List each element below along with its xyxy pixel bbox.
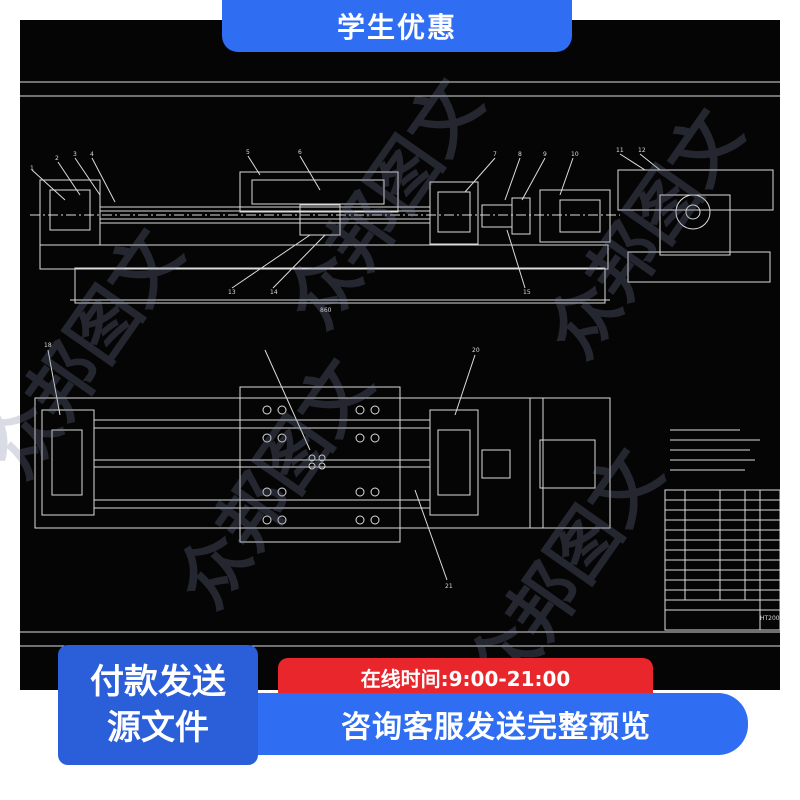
side-bearing-housing — [659, 194, 731, 256]
balloon-label: 20 — [472, 347, 480, 354]
front-view — [30, 155, 620, 304]
balloon-label: 7 — [493, 151, 497, 158]
plan-motor — [539, 439, 596, 489]
parts-list-table — [664, 429, 781, 631]
plan-slide-table — [239, 386, 401, 543]
balloon-label: 18 — [44, 342, 52, 349]
cad-drawing-panel: 860 HT200 1 2 3 4 5 6 7 8 9 10 11 12 13 … — [20, 20, 781, 710]
balloon-label: 9 — [543, 151, 547, 158]
title-block-code: HT200 — [760, 615, 780, 622]
slide-table — [239, 171, 399, 213]
side-shaft-circle — [675, 194, 711, 230]
side-base — [627, 251, 771, 283]
balloon-label: 12 — [638, 147, 646, 154]
base-plate — [39, 244, 609, 270]
balloon-label: 14 — [270, 289, 278, 296]
side-table — [617, 169, 774, 211]
pay-line-1: 付款发送 — [90, 662, 226, 702]
cad-drawing: 860 HT200 1 2 3 4 5 6 7 8 9 10 11 12 13 … — [20, 81, 781, 647]
consult-service-banner: 咨询客服发送完整预览 — [244, 693, 748, 755]
overall-dimension-label: 860 — [320, 307, 332, 314]
balloon-label: 3 — [73, 151, 77, 158]
balloon-label: 15 — [523, 289, 531, 296]
pay-line-2: 源文件 — [107, 708, 209, 748]
plan-left-bearing — [41, 409, 95, 516]
plan-right-bearing — [429, 409, 479, 516]
servo-motor — [539, 189, 611, 243]
student-discount-badge: 学生优惠 — [222, 0, 572, 52]
pay-send-source-box: 付款发送 源文件 — [58, 645, 258, 765]
balloon-label: 4 — [90, 151, 94, 158]
balloon-label: 21 — [445, 583, 453, 590]
balloon-label: 10 — [571, 151, 579, 158]
balloon-label: 1 — [30, 165, 34, 172]
plan-bolt-holes — [262, 405, 380, 525]
side-view — [617, 153, 774, 283]
balloon-label: 2 — [55, 155, 59, 162]
balloon-label: 6 — [298, 149, 302, 156]
balloon-label: 5 — [246, 149, 250, 156]
right-bearing-block — [429, 181, 479, 245]
balloon-label: 11 — [616, 147, 624, 154]
plan-coupling — [481, 449, 511, 479]
balloon-label: 13 — [228, 289, 236, 296]
technical-notes — [670, 429, 760, 471]
plan-view — [34, 349, 611, 581]
online-hours-banner: 在线时间:9:00-21:00 — [278, 658, 653, 696]
coupling — [481, 204, 513, 228]
plan-base-outline — [34, 397, 611, 529]
screw-nut — [299, 204, 341, 236]
balloon-label: 8 — [518, 151, 522, 158]
